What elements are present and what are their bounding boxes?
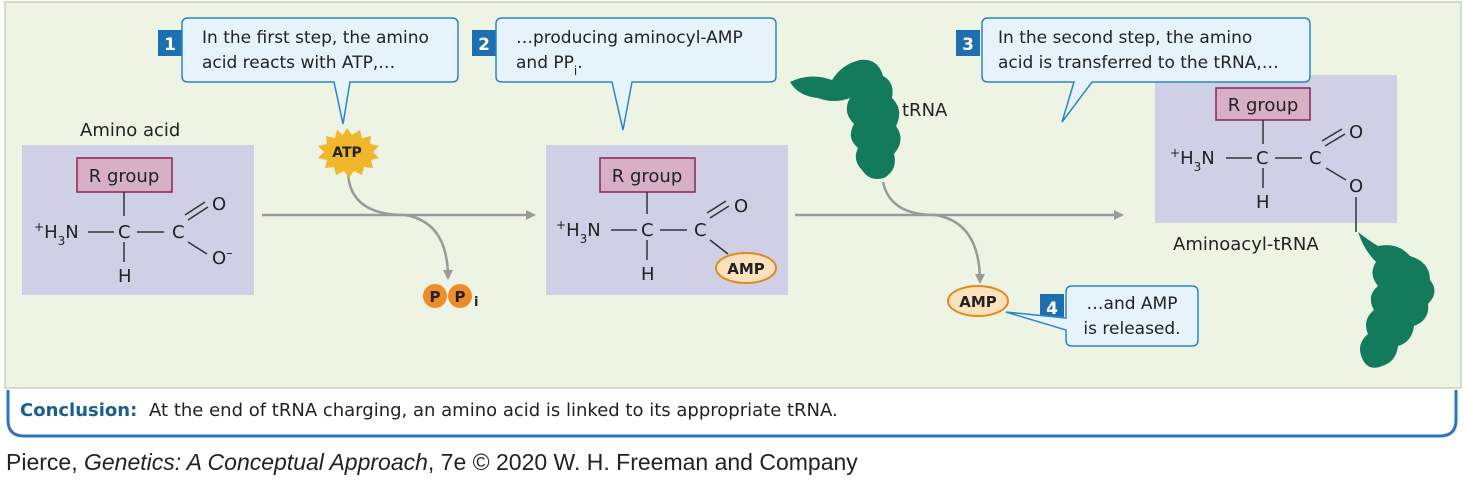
conclusion-body: At the end of tRNA charging, an amino ac…: [149, 400, 838, 421]
amp-label-released: AMP: [959, 293, 997, 311]
alpha-hydrogen-3: H: [1256, 192, 1270, 213]
phosphate-2-icon: [448, 284, 472, 308]
trna-free-icon: [790, 59, 901, 179]
atp-input-arrow: [346, 169, 406, 217]
step-1-number: 1: [164, 35, 176, 55]
citation-author: Pierce,: [6, 449, 84, 475]
alpha-hydrogen-2: H: [641, 264, 655, 285]
aminoacyl-trna-label: Aminoacyl-tRNA: [1173, 234, 1319, 255]
atp-label: ATP: [332, 145, 362, 161]
step-1-callout: [181, 17, 459, 125]
amp-output-arrow: [934, 213, 985, 284]
step-1-text-line2: acid reacts with ATP,…: [202, 53, 395, 73]
conclusion-text: Conclusion: At the end of tRNA charging,…: [20, 400, 838, 421]
pyrophosphate-subscript: i: [474, 295, 478, 310]
amine-group-1: +H3N: [34, 220, 79, 248]
alpha-carbon-2: C: [641, 220, 654, 241]
r-group-box-3: [1215, 87, 1311, 121]
r-group-label-2: R group: [612, 166, 683, 187]
ester-oxygen-3: O: [1349, 176, 1363, 197]
citation-rest: , 7e © 2020 W. H. Freeman and Company: [427, 449, 858, 475]
conclusion-label: Conclusion:: [20, 400, 137, 421]
citation: Pierce, Genetics: A Conceptual Approach,…: [6, 449, 858, 476]
carbonyl-carbon-3: C: [1309, 148, 1322, 169]
amp-label-bound: AMP: [727, 260, 765, 278]
step-4-callout: [1005, 285, 1199, 347]
trna-attached-icon: [1358, 232, 1435, 368]
step-3-text-line2: acid is transferred to the tRNA,…: [998, 53, 1279, 73]
step-2-badge: [472, 30, 496, 56]
amp-badge-released: [947, 285, 1009, 317]
step-3-text-line1: In the second step, the amino: [998, 28, 1252, 48]
phosphate-1-icon: [423, 284, 447, 308]
carboxyl-carbon-1: C: [172, 222, 185, 243]
trna-input-arrow: [881, 181, 936, 217]
step-2-number: 2: [478, 35, 490, 55]
step-4-text-line2: is released.: [1083, 319, 1180, 339]
ppi-output-arrow: [404, 213, 453, 280]
amine-group-2: +H3N: [556, 218, 601, 246]
carbonyl-oxygen-2: O: [734, 196, 748, 217]
phosphate-2-label: P: [455, 288, 466, 306]
alpha-hydrogen-1: H: [118, 266, 132, 287]
r-group-box-2: [599, 157, 696, 193]
carbonyl-carbon-2: C: [694, 220, 707, 241]
step-2-text-line1: …producing aminocyl-AMP: [516, 28, 743, 48]
step-2-callout: [495, 17, 777, 131]
amp-badge-bound: [715, 252, 777, 284]
amino-acid-label: Amino acid: [80, 120, 180, 141]
conclusion-bracket: [6, 390, 1458, 438]
alpha-carbon-3: C: [1256, 148, 1269, 169]
atp-burst-icon: [318, 128, 379, 178]
carbonyl-oxygen-3: O: [1349, 122, 1363, 143]
phosphate-1-label: P: [430, 288, 441, 306]
step-1-text-line1: In the first step, the amino: [202, 28, 429, 48]
trna-label: tRNA: [902, 100, 948, 121]
step-3-badge: [956, 30, 980, 56]
amine-group-3: +H3N: [1170, 146, 1215, 174]
alpha-carbon-1: C: [118, 222, 131, 243]
carbonyl-oxygen-1: O: [212, 194, 226, 215]
step-2-text-line2: and PPi.: [516, 53, 583, 78]
carboxylate-oxygen-1: O–: [212, 246, 233, 270]
step-3-callout: [981, 17, 1311, 123]
step-1-badge: [158, 30, 182, 56]
citation-title: Genetics: A Conceptual Approach: [83, 449, 428, 475]
step-4-text-line1: …and AMP: [1087, 294, 1178, 314]
r-group-label-3: R group: [1228, 95, 1299, 116]
step-4-number: 4: [1046, 299, 1058, 319]
step-3-number: 3: [962, 35, 974, 55]
r-group-label-1: R group: [89, 166, 160, 187]
